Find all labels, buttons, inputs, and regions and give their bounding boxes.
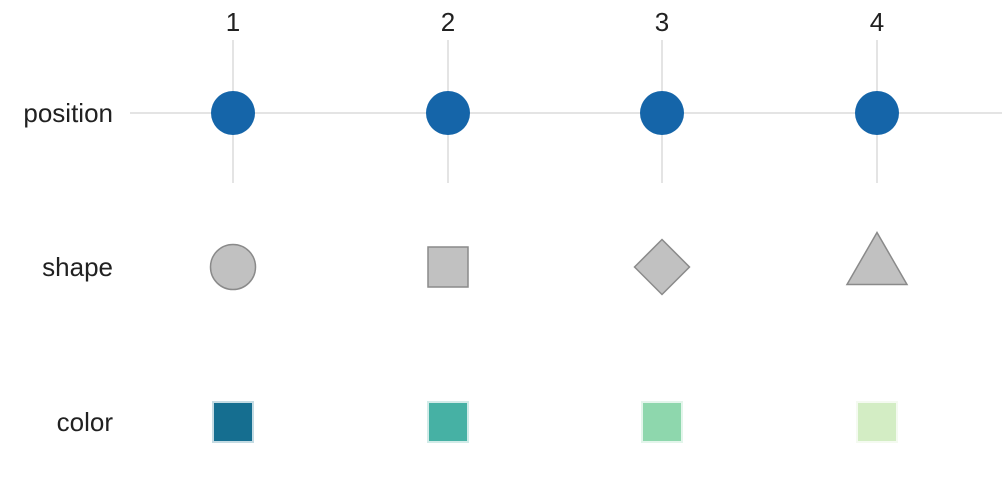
shape-triangle-glyph [845, 230, 909, 286]
shape-circle-icon [209, 243, 257, 291]
position-axis-line [130, 112, 1002, 114]
column-label-4: 4 [869, 7, 885, 37]
color-swatch-2 [427, 401, 469, 443]
color-swatch-4 [856, 401, 898, 443]
column-label-1: 1 [225, 7, 241, 37]
position-dot-2 [426, 91, 470, 135]
shape-diamond-icon [633, 238, 691, 296]
shape-square-glyph [427, 246, 469, 288]
column-label-2: 2 [440, 7, 456, 37]
column-label-3: 3 [654, 7, 670, 37]
position-dot-1 [211, 91, 255, 135]
row-label-shape: shape [42, 252, 113, 282]
shape-square-icon [427, 246, 469, 288]
shape-triangle-icon [845, 230, 909, 286]
shape-circle-glyph [209, 243, 257, 291]
color-swatch-3 [641, 401, 683, 443]
position-dot-4 [855, 91, 899, 135]
position-dot-3 [640, 91, 684, 135]
row-label-position: position [23, 98, 113, 128]
shape-diamond-glyph [633, 238, 691, 296]
row-label-color: color [56, 407, 113, 437]
color-swatch-1 [212, 401, 254, 443]
